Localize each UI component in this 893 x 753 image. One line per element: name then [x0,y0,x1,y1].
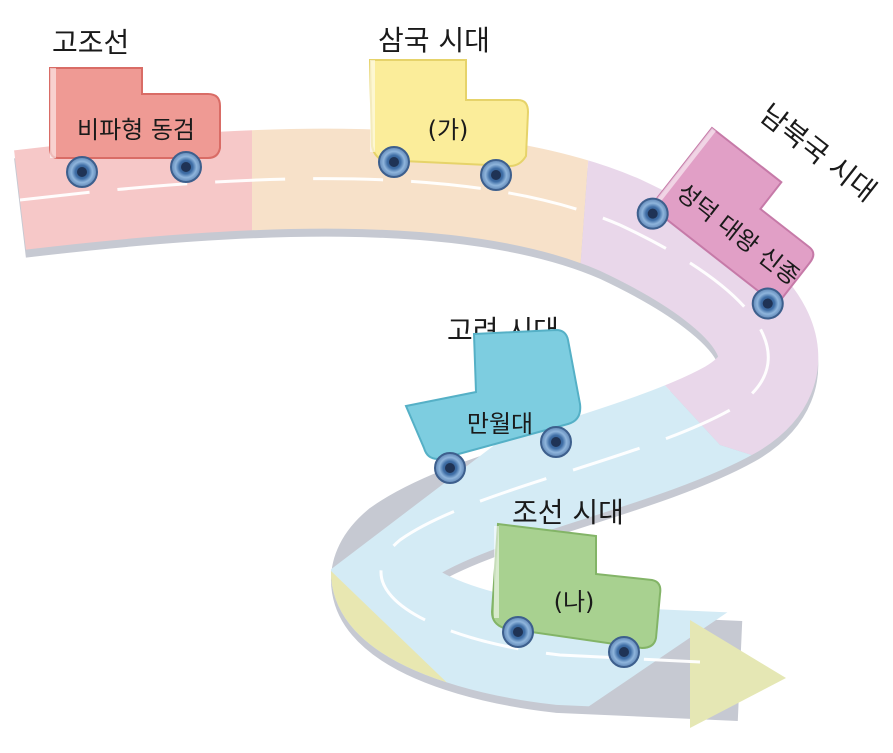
cart-joseon: (나) [490,522,662,668]
wheel-icon [751,287,784,320]
cart-goryeo: 만월대 [404,328,582,484]
cart-label-joseon: (나) [554,588,595,616]
era-title-joseon: 조선 시대 [512,496,624,529]
wheel-icon [636,197,669,230]
wheel-icon [540,426,572,458]
cart-label-samguk: (가) [428,116,469,144]
wheel-icon [378,146,410,178]
road-center-line [19,177,770,664]
wheel-icon [608,636,640,668]
wheel-icon [502,616,534,648]
wheel-icon [434,452,466,484]
cart-label-gojoseon: 비파형 동검 [77,116,195,144]
wheel-icon [480,159,512,191]
cart-samguk: (가) [368,59,530,191]
wheel-icon [170,151,202,183]
cart-label-goryeo: 만월대 [467,410,533,438]
era-title-gojoseon: 고조선 [52,26,129,59]
era-title-samguk: 삼국 시대 [378,24,490,57]
cart-gojoseon: 비파형 동검 [49,67,221,188]
road-arrow-head [690,620,786,728]
wheel-icon [66,156,98,188]
